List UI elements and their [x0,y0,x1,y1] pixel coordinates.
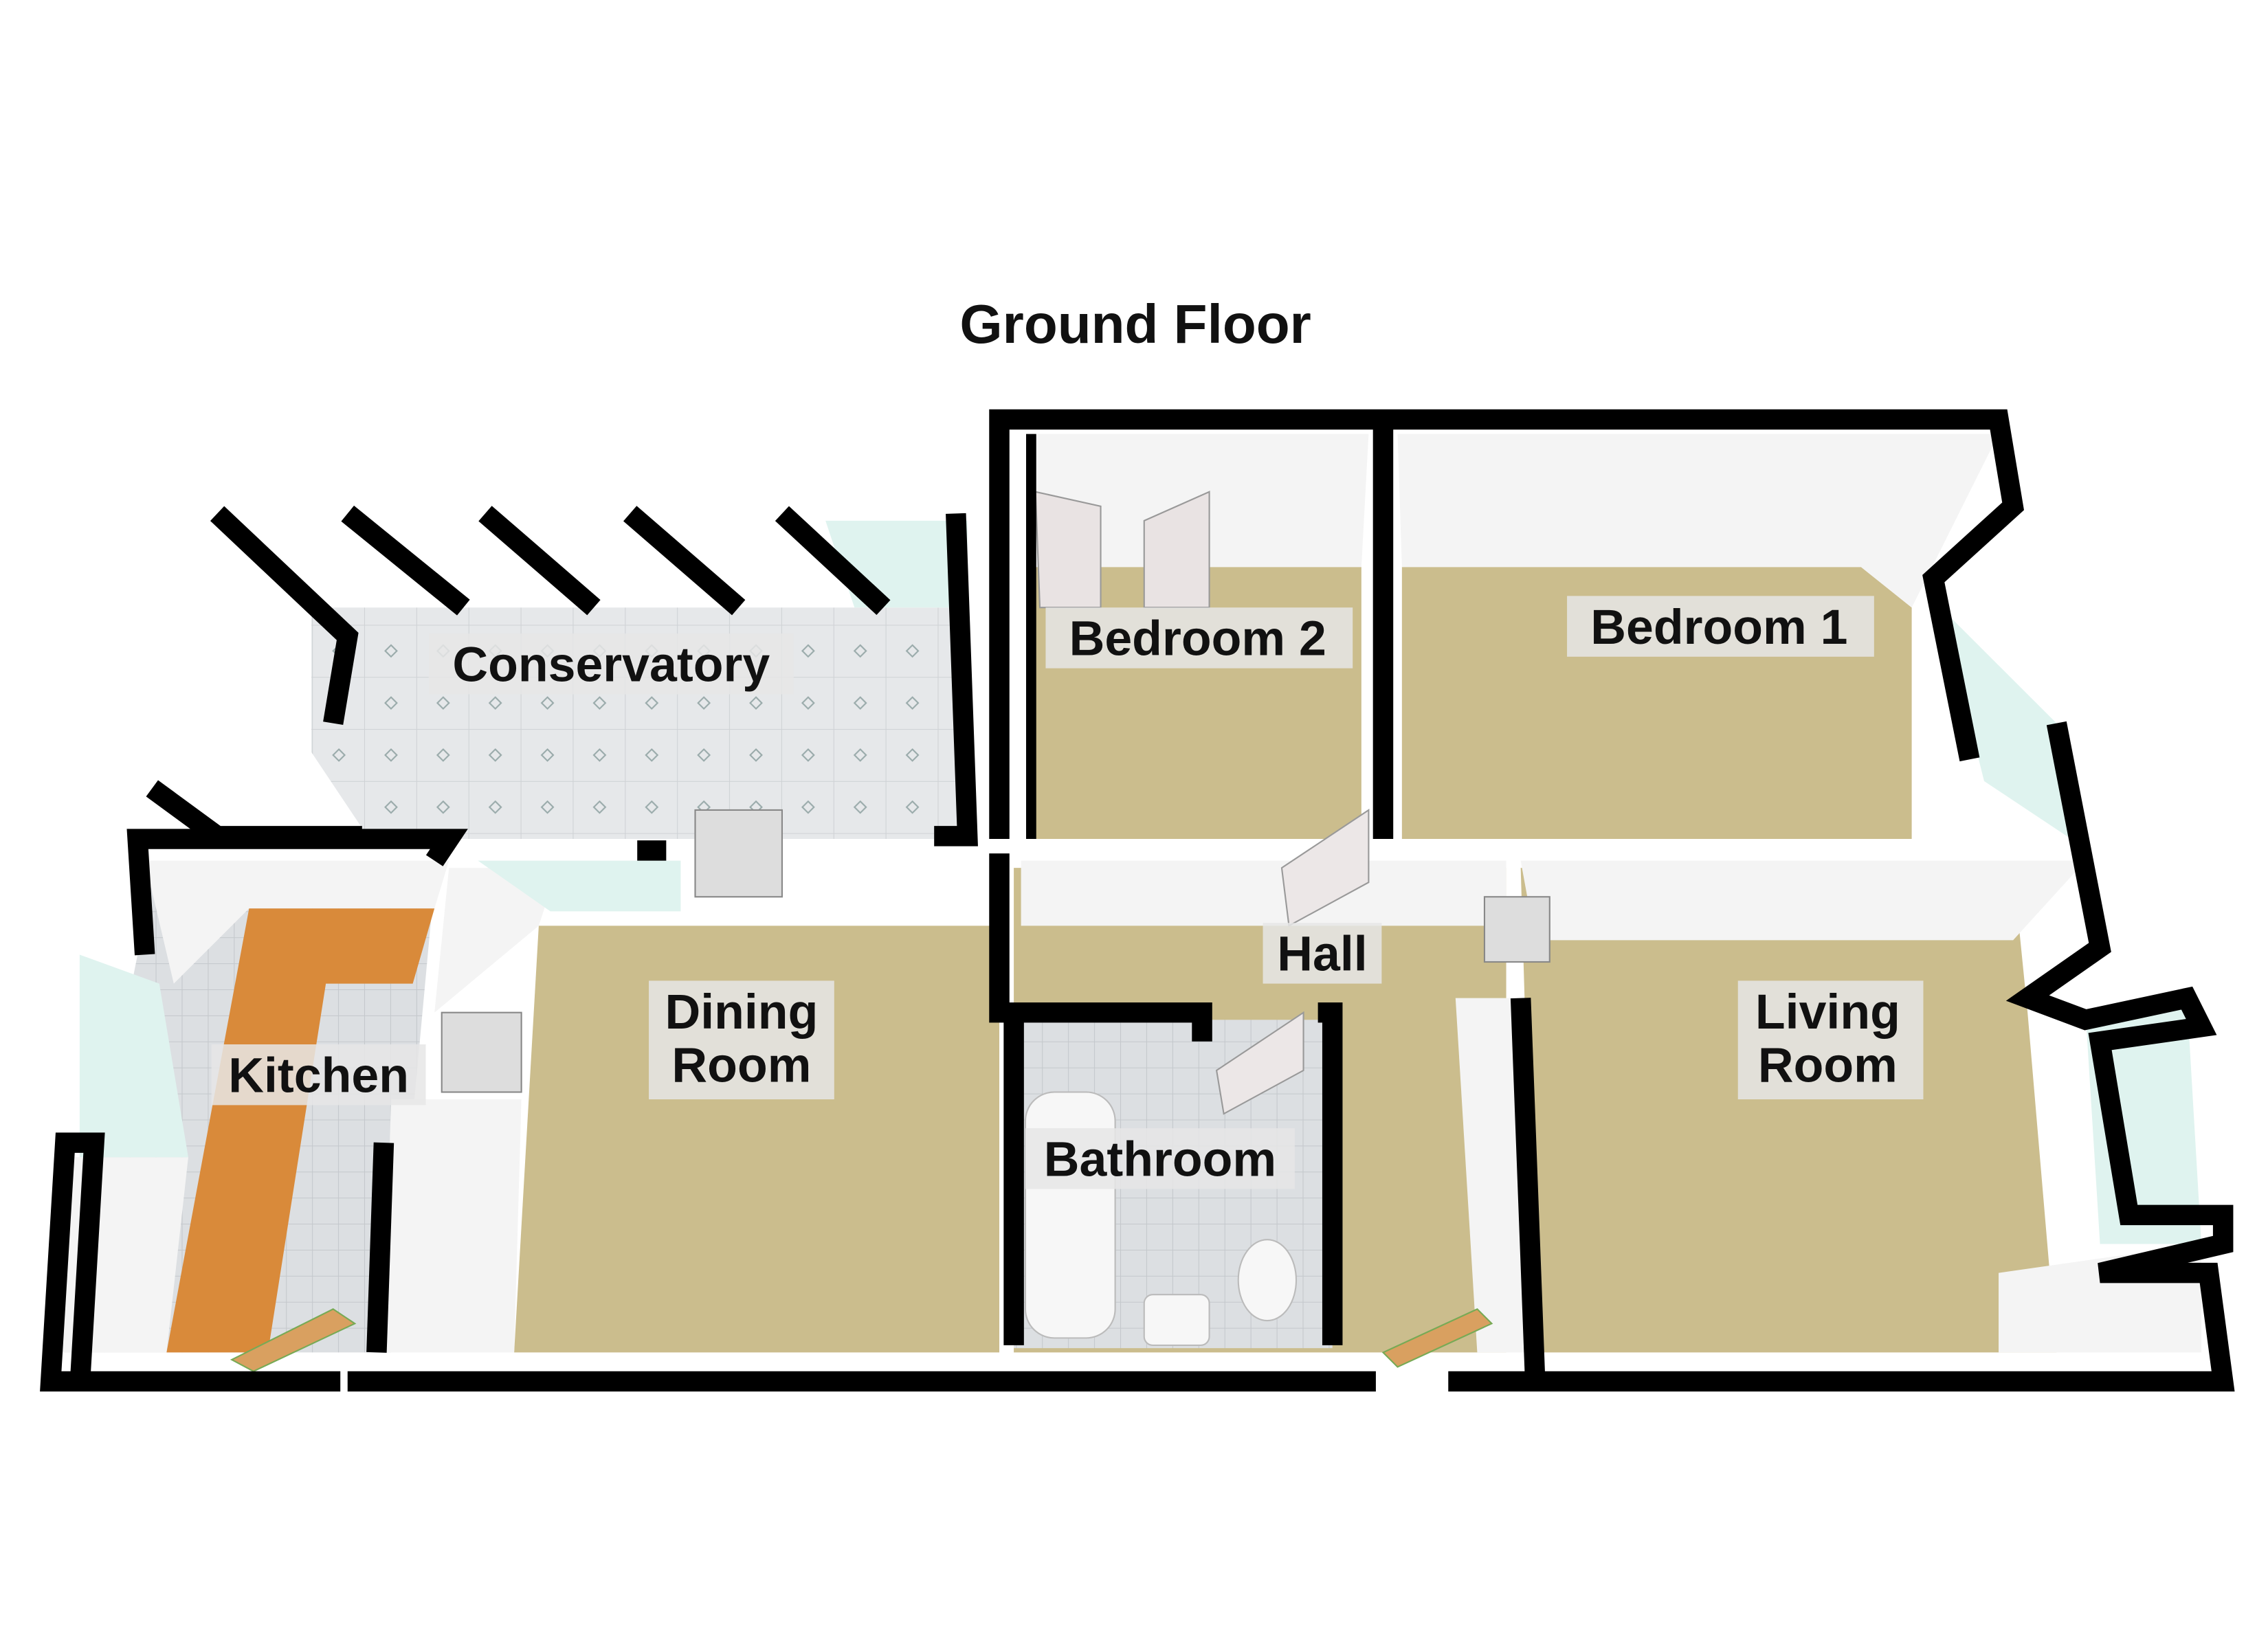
door [1215,1011,1304,1115]
room-label-dining-room: Dining Room [649,980,834,1099]
window-panel [1483,896,1550,963]
floor-title: Ground Floor [959,293,1311,355]
room-label-bedroom-2: Bedroom 2 [1045,607,1353,669]
room-label-bedroom-1: Bedroom 1 [1567,596,1874,657]
toilet [1237,1239,1298,1322]
dining-room-floor [514,926,1000,1353]
svg-text:Bathroom: Bathroom [1044,1132,1276,1187]
room-label-kitchen: Kitchen [211,1044,426,1106]
door [1280,808,1370,928]
walls [40,409,2235,1392]
svg-text:Dining: Dining [665,985,819,1040]
back-door [230,1308,357,1372]
room-label-conservatory: Conservatory [428,633,794,695]
room-label-living-room: Living Room [1737,980,1924,1099]
svg-text:Conservatory: Conservatory [452,638,770,693]
room-label-bathroom: Bathroom [1025,1128,1295,1189]
svg-text:Room: Room [1758,1038,1898,1093]
room-label-hall: Hall [1263,923,1382,984]
front-door [1381,1308,1493,1368]
svg-text:Room: Room [671,1038,811,1093]
svg-text:Bedroom 2: Bedroom 2 [1069,612,1326,666]
svg-text:Kitchen: Kitchen [228,1048,409,1103]
worktop [166,908,435,1353]
sink [1143,1294,1210,1346]
window-panel [694,809,783,898]
wardrobe-door [1034,491,1102,609]
window-panel [441,1011,522,1093]
svg-text:Living: Living [1755,985,1900,1040]
svg-text:Hall: Hall [1277,927,1367,982]
svg-text:Bedroom 1: Bedroom 1 [1590,600,1847,655]
living-room-floor [1520,868,2057,1353]
